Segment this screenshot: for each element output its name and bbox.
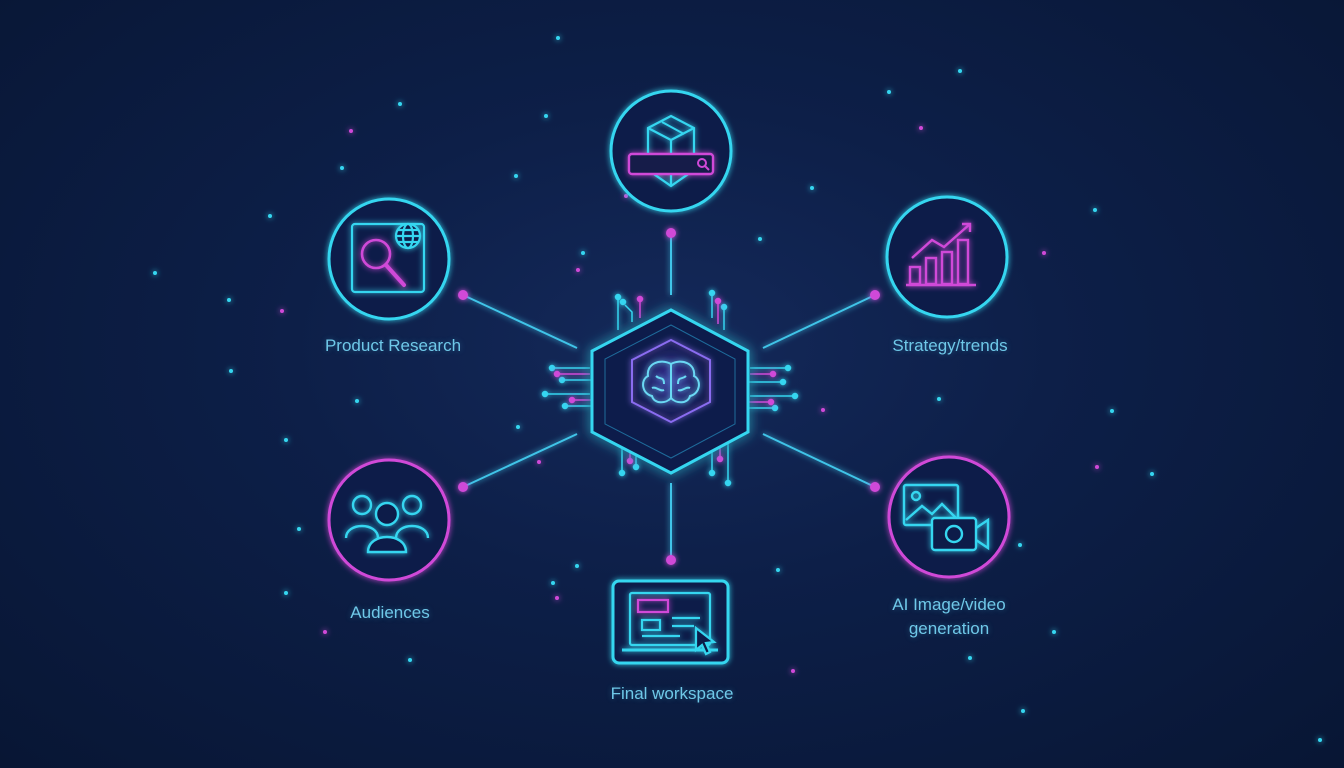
people-group-icon	[344, 494, 430, 554]
label-product-research: Product Research	[324, 336, 462, 355]
connector-product-research	[462, 294, 578, 349]
label-ai-media-line2: generation	[908, 619, 990, 638]
node-audiences	[327, 458, 451, 582]
package-search-icon	[627, 114, 715, 188]
label-workspace: Final workspace	[610, 684, 734, 703]
node-top	[609, 89, 733, 213]
label-strategy: Strategy/trends	[892, 336, 1008, 355]
background-particles	[153, 36, 1322, 742]
connector-audiences	[462, 433, 578, 488]
circuit-traces	[541, 289, 799, 487]
brain-chip-icon	[642, 360, 700, 404]
node-ai-media	[887, 455, 1011, 579]
node-strategy	[885, 195, 1009, 319]
rising-bar-chart-icon	[906, 222, 976, 287]
connectors	[462, 233, 876, 558]
node-product-research	[327, 197, 451, 321]
label-audiences: Audiences	[350, 603, 430, 622]
connector-strategy	[762, 294, 876, 349]
image-camera-icon	[902, 483, 990, 552]
magnifier-globe-icon	[350, 222, 426, 294]
central-hub	[541, 289, 799, 487]
label-ai-media-line1: AI Image/video	[892, 595, 1006, 614]
node-workspace	[611, 579, 730, 665]
connector-ai-media	[762, 433, 876, 488]
connector-endpoints	[458, 228, 880, 565]
laptop-cursor-icon	[622, 591, 718, 656]
